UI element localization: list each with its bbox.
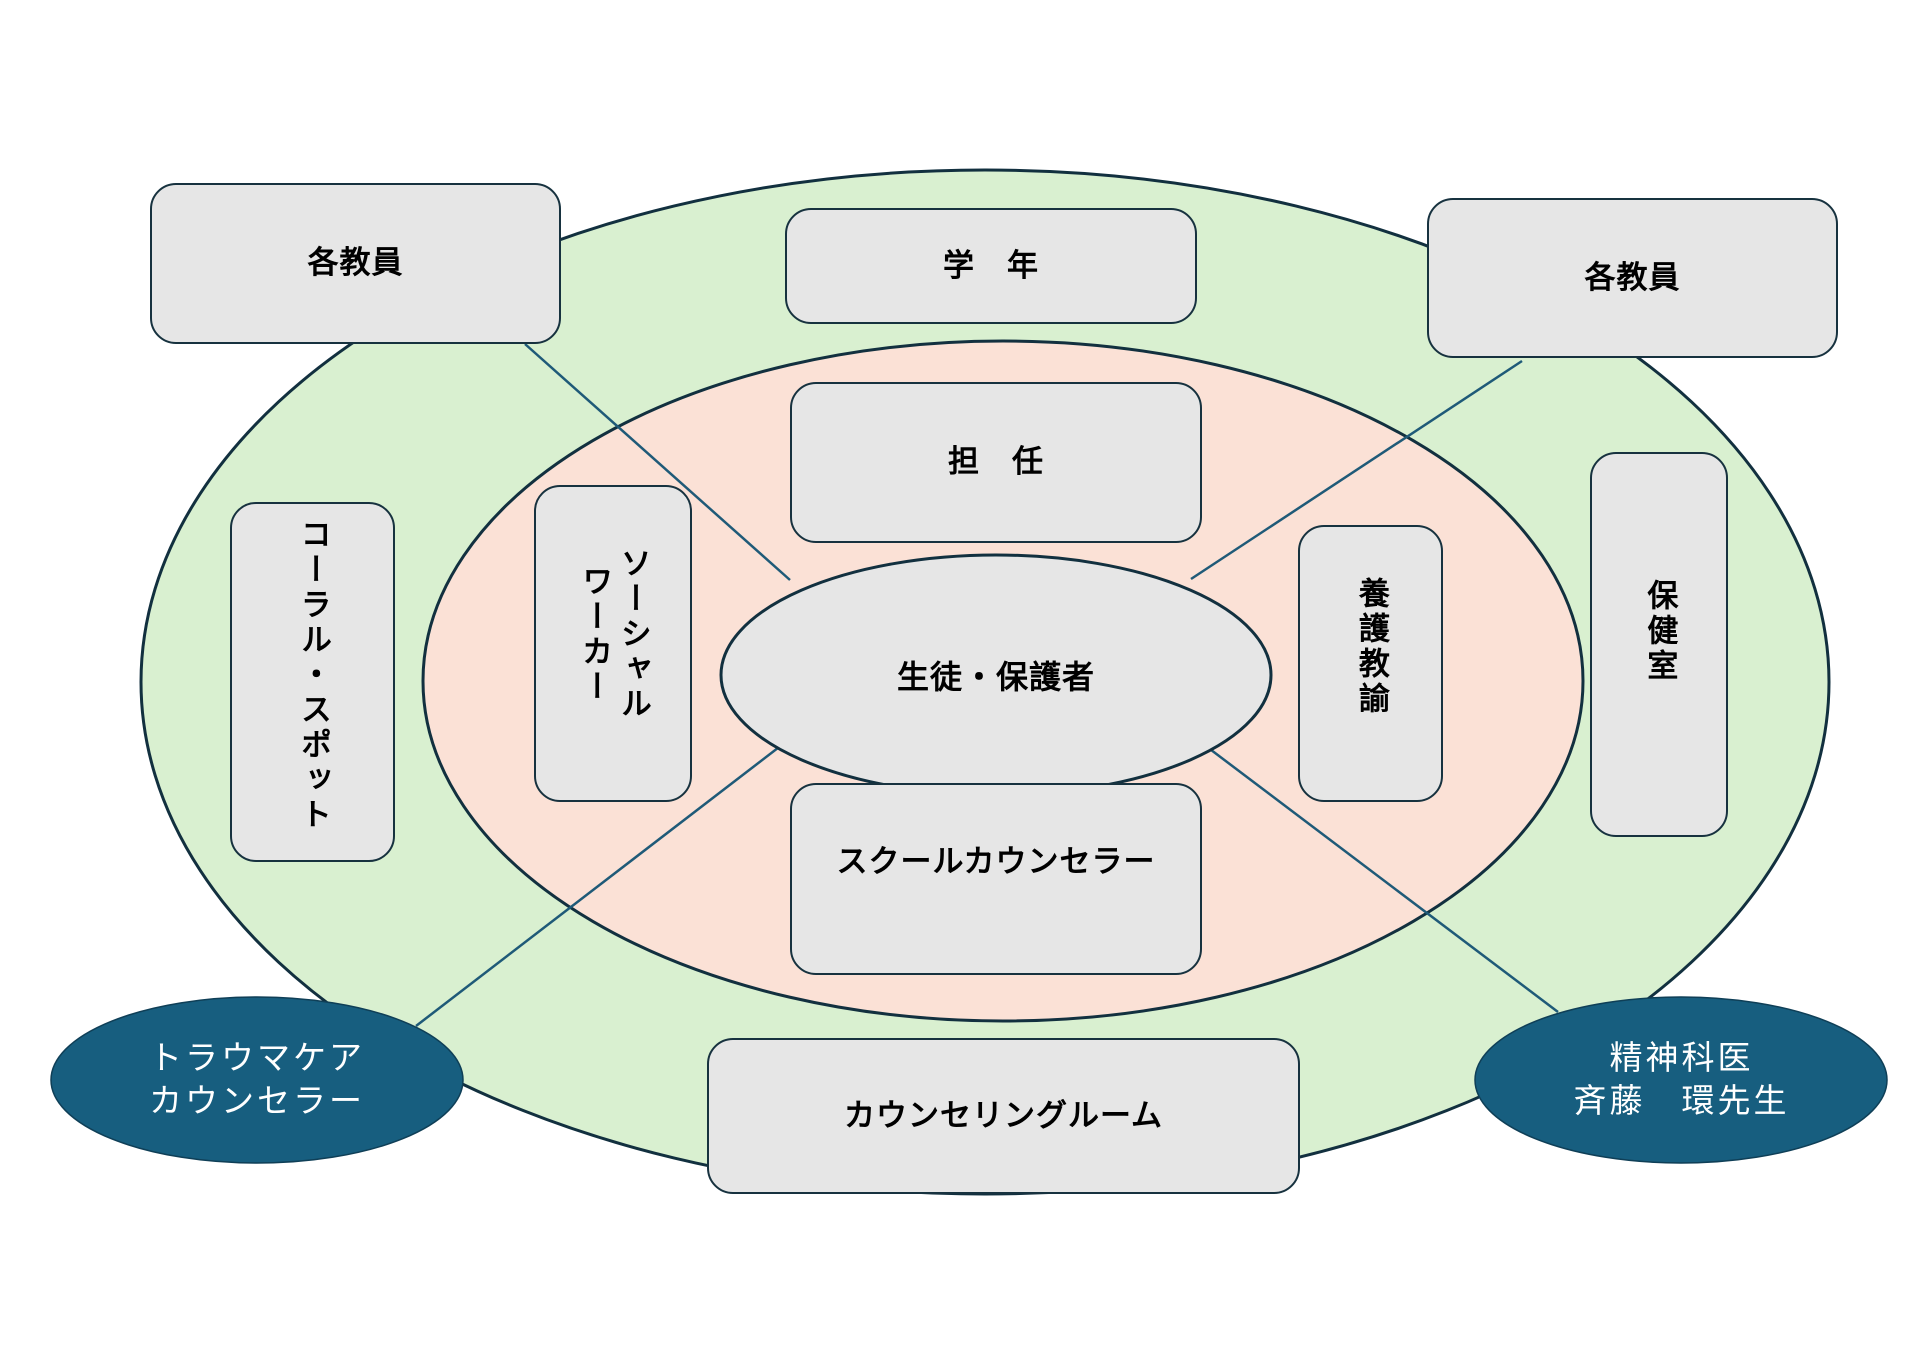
node-counseling-room-label: カウンセリングルーム [843,1097,1164,1134]
node-teachers-right-label: 各教員 [1584,259,1681,296]
connector-top-right [1190,359,1523,581]
node-social-worker[interactable]: ソーシャル ワーカー [534,485,692,802]
node-trauma-counselor-label: トラウマケア カウンセラー [149,1038,365,1120]
connector-bottom-left [415,730,801,1027]
node-counseling-room[interactable]: カウンセリングルーム [707,1038,1300,1194]
node-coral-spot-label: コーラル・スポット [294,518,331,833]
psychiatrist-shape [1474,996,1888,1164]
node-school-counselor-label: スクールカウンセラー [836,844,1156,880]
node-grade-label: 学 年 [943,247,1039,284]
node-psychiatrist-label: 精神科医 斉藤 環先生 [1573,1038,1790,1120]
node-health-room[interactable]: 保健室 [1590,452,1728,837]
node-coral-spot[interactable]: コーラル・スポット [230,502,395,862]
node-teachers-left-label: 各教員 [307,245,404,282]
trauma-counselor-shape [50,996,464,1164]
node-grade[interactable]: 学 年 [785,208,1197,324]
node-health-room-label: 保健室 [1641,579,1678,684]
node-school-counselor[interactable]: スクールカウンセラー [790,783,1202,975]
node-school-nurse-teacher[interactable]: 養護教諭 [1298,525,1443,802]
center-node-label: 生徒・保護者 [896,658,1095,696]
node-homeroom-teacher[interactable]: 担 任 [790,382,1202,543]
node-psychiatrist[interactable]: 精神科医 斉藤 環先生 [1475,997,1888,1163]
node-homeroom-teacher-label: 担 任 [948,444,1044,481]
node-school-nurse-teacher-label: 養護教諭 [1352,577,1389,717]
connector-top-left [524,343,791,581]
node-social-worker-label: ソーシャル ワーカー [576,547,651,722]
center-node[interactable]: 生徒・保護者 [721,555,1271,795]
node-trauma-counselor[interactable]: トラウマケア カウンセラー [51,997,463,1163]
node-teachers-right[interactable]: 各教員 [1427,198,1838,358]
node-teachers-left[interactable]: 各教員 [150,183,561,344]
connector-bottom-right [1185,730,1559,1013]
